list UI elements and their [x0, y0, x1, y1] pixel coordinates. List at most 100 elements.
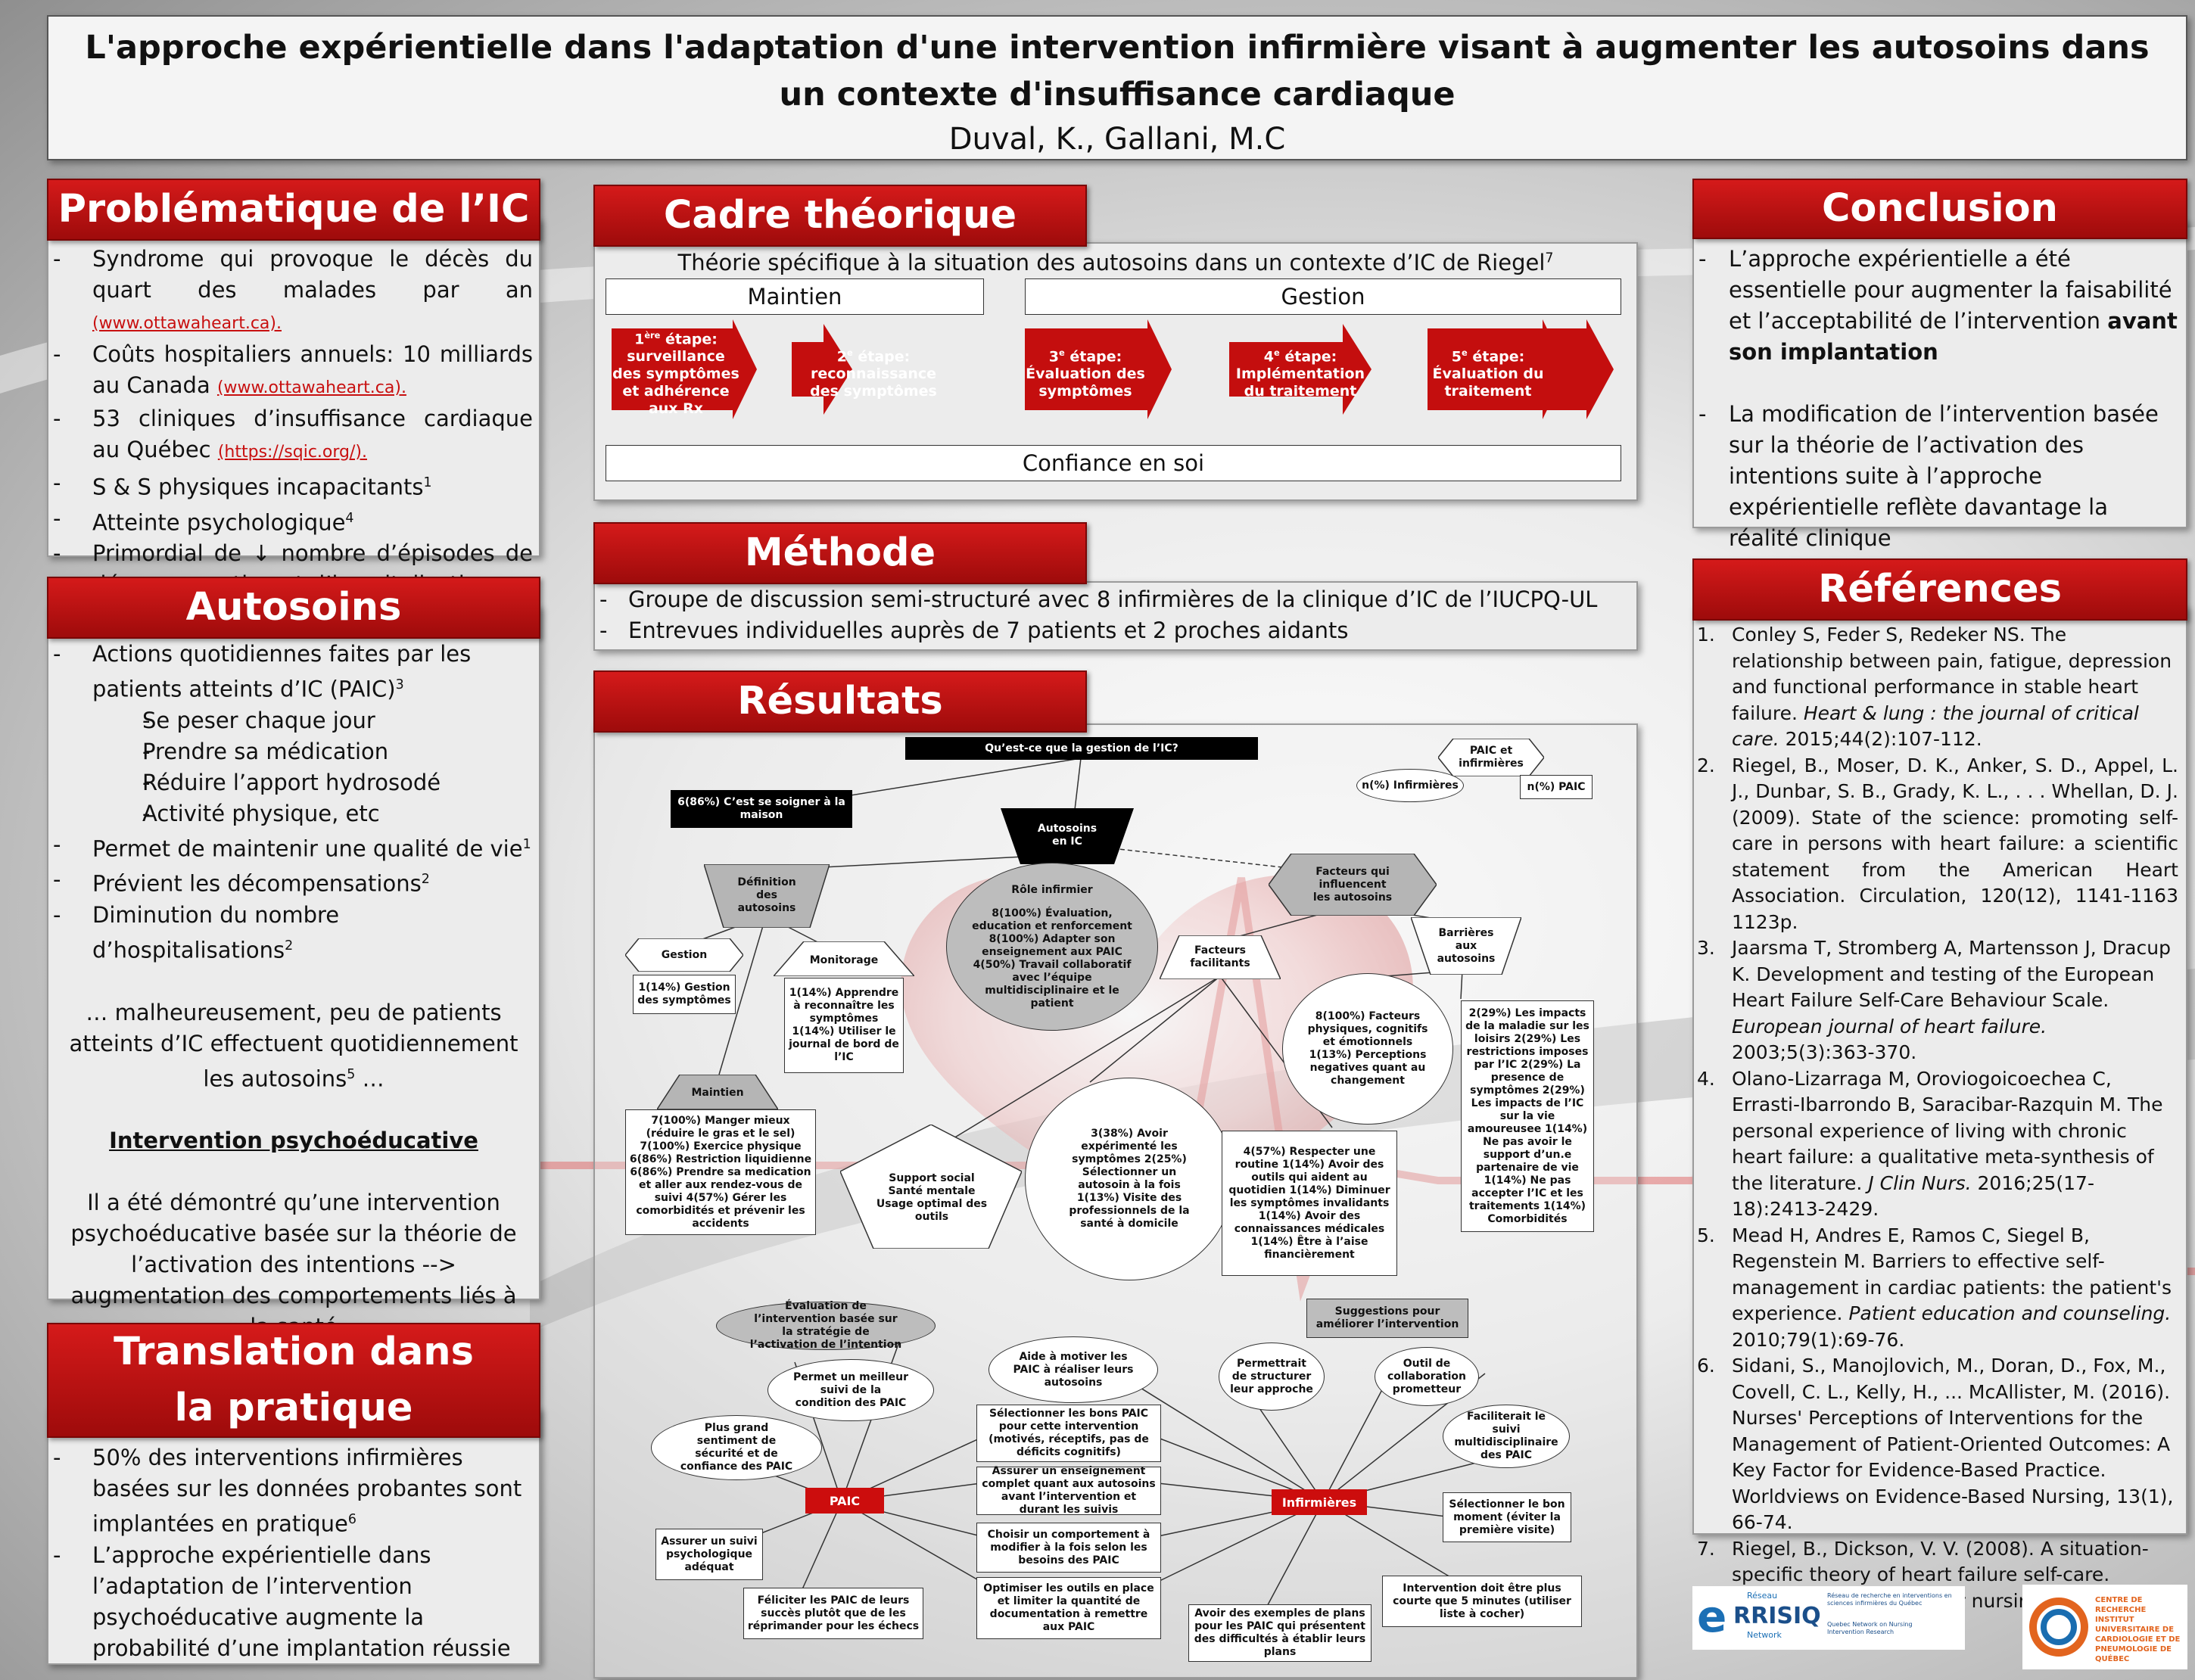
- definition-label: Définition des autosoins: [737, 876, 796, 914]
- gestion-text: 1(14%) Gestion des symptômes: [633, 975, 736, 1014]
- step-3: 3e étape:Évaluation des symptômes: [1026, 347, 1145, 400]
- reference-item: 6.Sidani, S., Manojlovich, M., Doran, D.…: [1697, 1355, 2174, 1533]
- monitorage-label: Monitorage: [809, 954, 879, 966]
- gestion-shape: [625, 938, 743, 972]
- legend-infirmieres: n(%) Infirmières: [1356, 769, 1464, 802]
- translation-heading: Translation dans la pratique: [47, 1323, 540, 1438]
- cadre-subtitle: Théorie spécifique à la situation des au…: [677, 250, 1554, 275]
- facilitants-label: Facteurs facilitants: [1190, 944, 1250, 969]
- methode-panel: -Groupe de discussion semi-structuré ave…: [593, 581, 1638, 651]
- step-arrows: [612, 319, 1614, 419]
- maintien-text: 7(100%) Manger mieux (réduire le gras et…: [625, 1109, 816, 1235]
- maintien-bar: Maintien: [606, 278, 984, 315]
- list-item: -La modification de l’intervention basée…: [1698, 401, 2159, 551]
- rrisiq-name: RRISIQ: [1733, 1603, 1821, 1629]
- enseignement-text: Assurer un enseignement complet quant au…: [976, 1465, 1161, 1516]
- reference-item: 4.Olano-Lizarraga M, Oroviogoicoechea C,…: [1697, 1067, 2163, 1221]
- problematique-heading: Problématique de l’IC: [47, 179, 540, 241]
- cadre-heading: Cadre théorique: [593, 185, 1087, 247]
- barrieres-shape: [1411, 917, 1521, 975]
- facteurs-shape: [1269, 854, 1437, 916]
- gestion-bar: Gestion: [1025, 278, 1621, 315]
- feliciter-text: Féliciter les PAIC de leurs succès plutô…: [743, 1588, 923, 1639]
- gestion-label: Gestion: [661, 948, 708, 961]
- step-5: 5e étape:Évaluation du traitement: [1432, 347, 1544, 400]
- list-item: -Actions quotidiennes faites par les pat…: [53, 641, 472, 702]
- facteurs-text: 8(100%) Facteurs physiques, cognitifs et…: [1282, 973, 1453, 1125]
- criucpq-text: CENTRE DE RECHERCHE INSTITUT UNIVERSITAI…: [2095, 1596, 2181, 1663]
- list-item: -Prendre sa médication: [142, 738, 389, 764]
- faciliterait-text: Faciliterait le suivi multidisciplinaire…: [1443, 1405, 1570, 1468]
- aide-text: Aide à motiver les PAIC à réaliser leurs…: [989, 1336, 1158, 1403]
- conclusion-panel: -L’approche expérientielle a été essenti…: [1692, 219, 2187, 551]
- facilitants-shape: [1160, 935, 1281, 979]
- se-soigner-box: 6(86%) C’est se soigner à la maison: [671, 790, 852, 828]
- suggestions-label: Suggestions pour améliorer l’interventio…: [1306, 1299, 1468, 1338]
- list-item: -Prévient les décompensations2: [53, 866, 430, 897]
- autosoins-heading: Autosoins: [47, 577, 540, 639]
- swoosh-decor: [0, 227, 2195, 394]
- conclusion-heading: Conclusion: [1692, 179, 2187, 239]
- list-item: -Atteinte psychologique4: [53, 505, 354, 536]
- permettrait-text: Permettrait de structurer leur approche: [1219, 1342, 1325, 1411]
- infirmieres-node: Infirmières: [1272, 1489, 1367, 1515]
- step-1-arrow: [612, 319, 757, 419]
- step-4-arrow: [1229, 324, 1371, 415]
- title-banner: L'approche expérientielle dans l'adaptat…: [47, 15, 2187, 160]
- references-panel: 1.Conley S, Feder S, Redeker NS. The rel…: [1692, 605, 2187, 1638]
- list-item: -S & S physiques incapacitants1: [53, 470, 432, 500]
- facteurs-label: Facteurs qui influencent les autosoins: [1312, 865, 1393, 904]
- outil-text: Outil de collaboration prometteur: [1375, 1347, 1479, 1406]
- legend-paic: n(%) PAIC: [1520, 775, 1593, 799]
- reference-item: 1.Conley S, Feder S, Redeker NS. The rel…: [1697, 624, 2172, 750]
- reference-item: 3.Jaarsma T, Stromberg A, Martensson J, …: [1697, 937, 2171, 1063]
- step-6-arrow: [1428, 319, 1614, 419]
- rrisiq-small: Réseau: [1747, 1591, 1778, 1601]
- monitorage-shape: [774, 941, 914, 976]
- list-item: -Diminution du nombre d’hospitalisations…: [53, 901, 340, 963]
- support-shape: [840, 1125, 1022, 1249]
- support-label: Support social Santé mentale Usage optim…: [876, 1172, 988, 1223]
- rrisiq-desc: Réseau de recherche en interventions en …: [1827, 1592, 1952, 1607]
- rrisiq-network: Network: [1747, 1630, 1782, 1640]
- methode-heading: Méthode: [593, 522, 1087, 584]
- autosoins-panel: -Actions quotidiennes faites par les pat…: [47, 605, 540, 1339]
- step-4: 4e étape:Implémentation du traitement: [1235, 347, 1365, 400]
- list-item: -Coûts hospitaliers annuels: 10 milliard…: [53, 341, 533, 398]
- reference-item: 2.Riegel, B., Moser, D. K., Anker, S. D.…: [1697, 754, 2178, 933]
- routine-text: 4(57%) Respecter une routine 1(14%) Avoi…: [1222, 1131, 1397, 1276]
- confiance-bar: Confiance en soi: [606, 445, 1621, 481]
- evaluation-label: Évaluation de l’intervention basée sur l…: [716, 1300, 936, 1351]
- criucpq-circle-icon: [2029, 1598, 2088, 1657]
- legend-paic-infirmieres: PAIC et infirmières: [1459, 745, 1524, 770]
- autosoins-shape: [1001, 808, 1134, 864]
- intervention-heading: Intervention psychoéducative: [109, 1128, 478, 1154]
- step-1: 1ère étape:surveillance des symptômes et…: [612, 329, 739, 418]
- reference-item: 5.Mead H, Andres E, Ramos C, Siegel B, R…: [1697, 1224, 2172, 1351]
- autosoins-label: Autosoins en IC: [1037, 823, 1098, 848]
- step-2-arrow: [792, 324, 852, 415]
- barrieres-text: 2(29%) Les impacts de la maladie sur les…: [1461, 1000, 1594, 1232]
- poster-title: L'approche expérientielle dans l'adaptat…: [85, 29, 2150, 114]
- choisir-text: Choisir un comportement à modifier à la …: [976, 1523, 1161, 1573]
- question-box: Qu’est-ce que la gestion de l’IC?: [905, 737, 1258, 760]
- meilleur-text: Permet un meilleur suivi de la condition…: [767, 1359, 934, 1421]
- list-item: -Groupe de discussion semi-structuré ave…: [599, 586, 1598, 612]
- list-item: -50% des interventions infirmières basée…: [53, 1445, 522, 1537]
- references-heading: Références: [1692, 558, 2187, 621]
- list-item: -L’approche expérientielle a été essenti…: [1698, 246, 2178, 365]
- ottawaheart-link[interactable]: (www.ottawaheart.ca).: [216, 378, 406, 397]
- sqic-link[interactable]: (https://sqic.org/).: [217, 443, 367, 462]
- poster-authors: Duval, K., Gallani, M.C: [948, 122, 1286, 157]
- step-3-arrow: [1025, 319, 1172, 419]
- cinq-minutes-text: Intervention doit être plus courte que 5…: [1382, 1576, 1582, 1627]
- list-item: -Entrevues individuelles auprès de 7 pat…: [599, 618, 1349, 643]
- maintien-shape: [657, 1075, 778, 1109]
- ottawaheart-link[interactable]: (www.ottawaheart.ca).: [92, 314, 282, 333]
- bon-moment-text: Sélectionner le bon moment (éviter la pr…: [1443, 1492, 1571, 1542]
- list-item: -53 cliniques d’insuffisance cardiaque a…: [53, 406, 533, 462]
- list-item: -Activité physique, etc: [142, 800, 380, 826]
- definition-shape: [704, 864, 830, 928]
- legend-shape: [1438, 739, 1544, 776]
